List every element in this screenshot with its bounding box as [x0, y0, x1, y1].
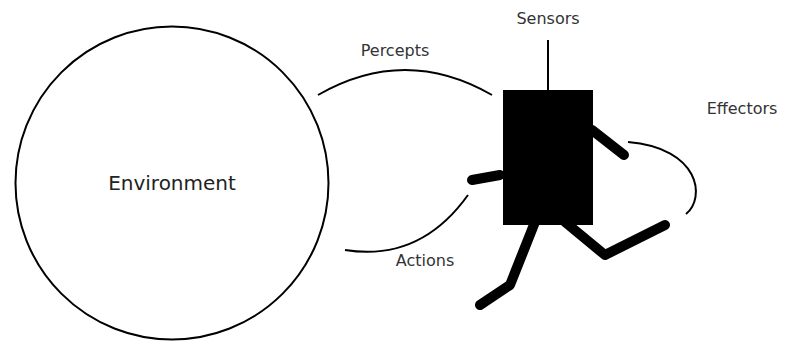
sensor-line [547, 40, 549, 90]
agent-body [503, 90, 593, 225]
node-label: Environment [108, 171, 236, 195]
part-label: Actions [396, 251, 454, 270]
agent-limbs [472, 130, 665, 305]
part-label: Percepts [361, 41, 430, 60]
part-label: Effectors [707, 99, 778, 118]
part-label: Sensors [516, 9, 579, 28]
actions-arc [345, 195, 468, 252]
effectors-arc [628, 142, 696, 214]
environment-circle: Environment [14, 25, 330, 341]
percepts-arc [318, 70, 492, 95]
